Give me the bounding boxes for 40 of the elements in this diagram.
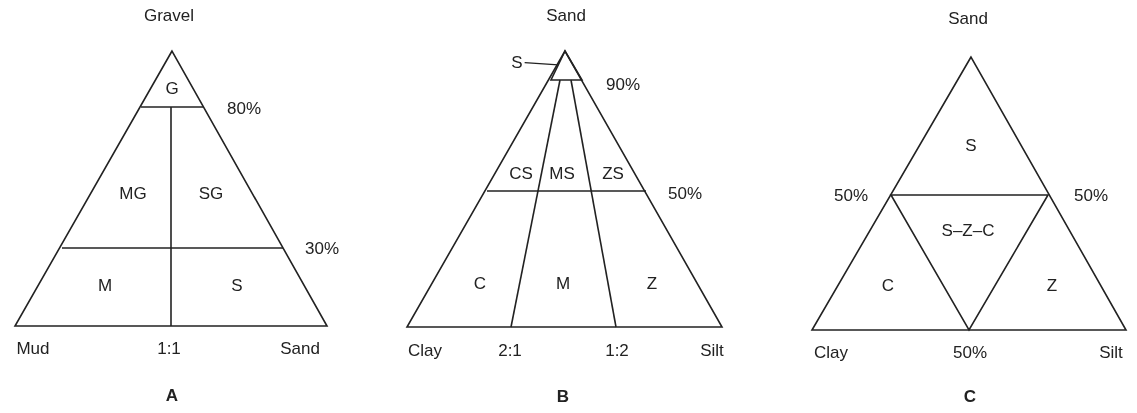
region-label: SG [198, 184, 224, 202]
ratio-label: 2:1 [498, 341, 522, 359]
panel-label: C [963, 387, 977, 405]
region-label: ZS [602, 164, 624, 182]
axis-label: Sand [546, 6, 586, 24]
region-label: S [965, 136, 977, 154]
region-label: CS [509, 164, 533, 182]
axis-label: Gravel [143, 6, 195, 24]
axis-label: Silt [1099, 343, 1123, 361]
axis-label: Clay [408, 341, 442, 359]
percent-label: 50% [1074, 186, 1108, 204]
axis-label: Mud [16, 339, 50, 357]
region-label: C [881, 276, 895, 294]
region-label: M [97, 276, 113, 294]
percent-label: 80% [227, 99, 261, 117]
ratio-label: 1:1 [157, 339, 181, 357]
region-label: S–Z–C [941, 221, 995, 239]
triangle-region [549, 49, 584, 81]
region-label: G [165, 79, 179, 97]
axis-label: Sand [280, 339, 320, 357]
region-label: S [511, 53, 523, 71]
leader-line [524, 61, 559, 66]
percent-label: 50% [953, 343, 987, 361]
percent-label: 50% [668, 184, 702, 202]
axis-label: Silt [700, 341, 724, 359]
panel-label: A [165, 386, 179, 404]
region-label: M [555, 274, 571, 292]
region-label: S [231, 276, 243, 294]
region-label: MG [119, 184, 147, 202]
panel-label: B [556, 387, 570, 405]
region-label: Z [1046, 276, 1058, 294]
ratio-label: 1:2 [605, 341, 629, 359]
axis-label: Sand [948, 9, 988, 27]
percent-label: 30% [305, 239, 339, 257]
percent-label: 90% [606, 75, 640, 93]
region-label: Z [646, 274, 658, 292]
percent-label: 50% [834, 186, 868, 204]
region-label: C [473, 274, 487, 292]
region-label: MS [549, 164, 575, 182]
axis-label: Clay [814, 343, 848, 361]
